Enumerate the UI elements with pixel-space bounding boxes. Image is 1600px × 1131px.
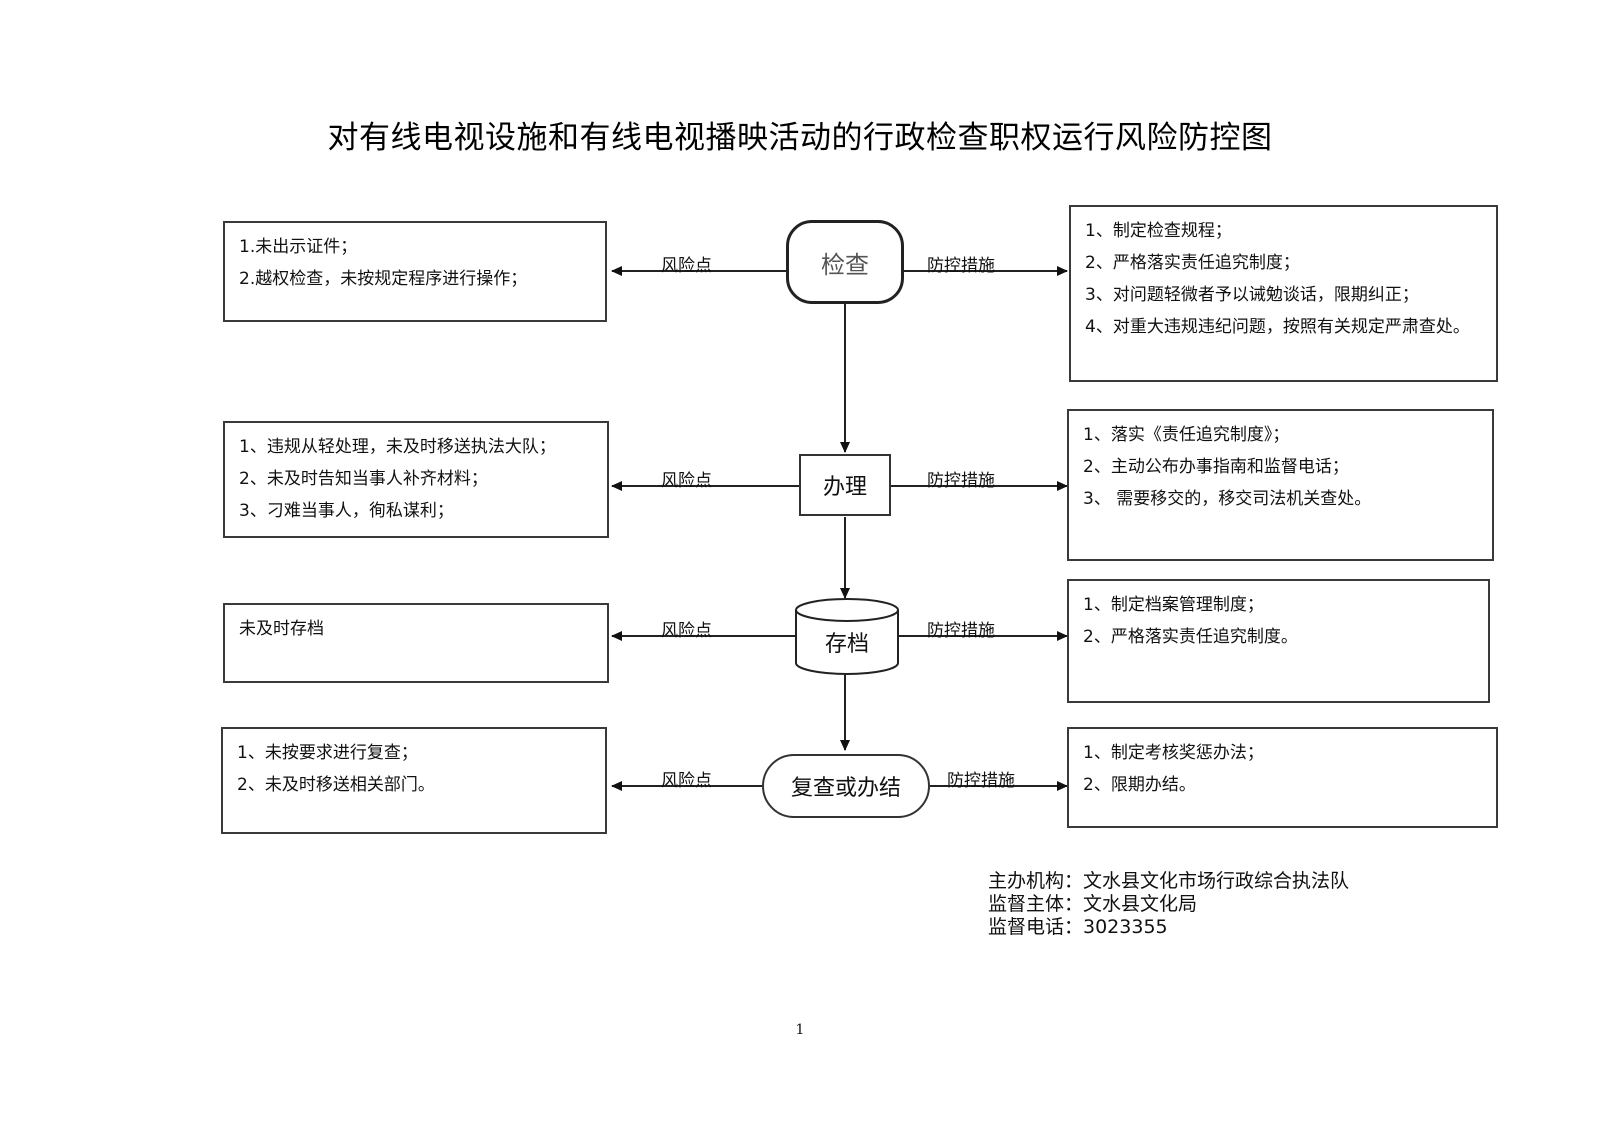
control-box-inspect: 1、制定检查规程； 2、严格落实责任追究制度； 3、对问题轻微者予以诫勉谈话，限… — [1069, 205, 1498, 382]
control-item: 2、主动公布办事指南和监督电话； — [1083, 457, 1349, 477]
control-item: 2、严格落实责任追究制度。 — [1083, 627, 1298, 647]
control-item: 1、制定考核奖惩办法； — [1083, 743, 1264, 763]
edge-label-risk-2: 风险点 — [661, 471, 712, 491]
risk-item: 未及时存档 — [239, 619, 324, 639]
risk-item: 1、违规从轻处理，未及时移送执法大队； — [239, 437, 556, 457]
step-archive-node: 存档 — [824, 632, 869, 657]
control-box-handle: 1、落实《责任追究制度》； 2、主动公布办事指南和监督电话； 3、 需要移交的，… — [1067, 409, 1494, 561]
control-box-review: 1、制定考核奖惩办法； 2、限期办结。 — [1067, 727, 1498, 828]
diagram-title: 对有线电视设施和有线电视播映活动的行政检查职权运行风险防控图 — [327, 120, 1273, 156]
risk-item: 3、刁难当事人，徇私谋利； — [239, 501, 454, 521]
risk-item: 2、未及时移送相关部门。 — [237, 775, 435, 795]
archive-cylinder-shape — [795, 598, 899, 675]
risk-box-review: 1、未按要求进行复查； 2、未及时移送相关部门。 — [221, 727, 607, 834]
control-item: 1、制定检查规程； — [1085, 221, 1232, 241]
footer-phone: 监督电话：3023355 — [988, 916, 1168, 938]
footer-info: 主办机构：文水县文化市场行政综合执法队 监督主体：文水县文化局 监督电话：302… — [988, 870, 1349, 939]
risk-item: 2、未及时告知当事人补齐材料； — [239, 469, 488, 489]
edge-label-control-2: 防控措施 — [927, 471, 995, 491]
control-item: 3、 需要移交的，移交司法机关查处。 — [1083, 489, 1372, 509]
control-item: 4、对重大违规违纪问题，按照有关规定严肃查处。 — [1085, 317, 1470, 337]
control-item: 3、对问题轻微者予以诫勉谈话，限期纠正； — [1085, 285, 1419, 305]
control-item: 2、严格落实责任追究制度； — [1085, 253, 1300, 273]
footer-organizer: 主办机构：文水县文化市场行政综合执法队 — [988, 870, 1350, 892]
page-number: 1 — [795, 1022, 805, 1038]
risk-item: 2.越权检查，未按规定程序进行操作； — [239, 269, 528, 289]
control-item: 1、制定档案管理制度； — [1083, 595, 1264, 615]
edge-label-control-4: 防控措施 — [947, 771, 1015, 791]
risk-box-inspect: 1.未出示证件； 2.越权检查，未按规定程序进行操作； — [223, 221, 607, 322]
edge-label-control-1: 防控措施 — [927, 256, 995, 276]
risk-item: 1.未出示证件； — [239, 237, 358, 257]
footer-supervisor: 监督主体：文水县文化局 — [988, 893, 1198, 915]
risk-box-archive: 未及时存档 — [223, 603, 609, 683]
risk-box-handle: 1、违规从轻处理，未及时移送执法大队； 2、未及时告知当事人补齐材料； 3、刁难… — [223, 421, 609, 538]
edge-label-control-3: 防控措施 — [927, 621, 995, 641]
step-handle-node: 办理 — [799, 454, 891, 516]
control-item: 1、落实《责任追究制度》； — [1083, 425, 1290, 445]
step-review-node: 复查或办结 — [762, 754, 930, 818]
control-item: 2、限期办结。 — [1083, 775, 1196, 795]
edge-label-risk-1: 风险点 — [661, 256, 712, 276]
edge-label-risk-4: 风险点 — [661, 771, 712, 791]
step-inspect-node: 检查 — [786, 220, 904, 304]
risk-item: 1、未按要求进行复查； — [237, 743, 418, 763]
edge-label-risk-3: 风险点 — [661, 621, 712, 641]
control-box-archive: 1、制定档案管理制度； 2、严格落实责任追究制度。 — [1067, 579, 1490, 703]
